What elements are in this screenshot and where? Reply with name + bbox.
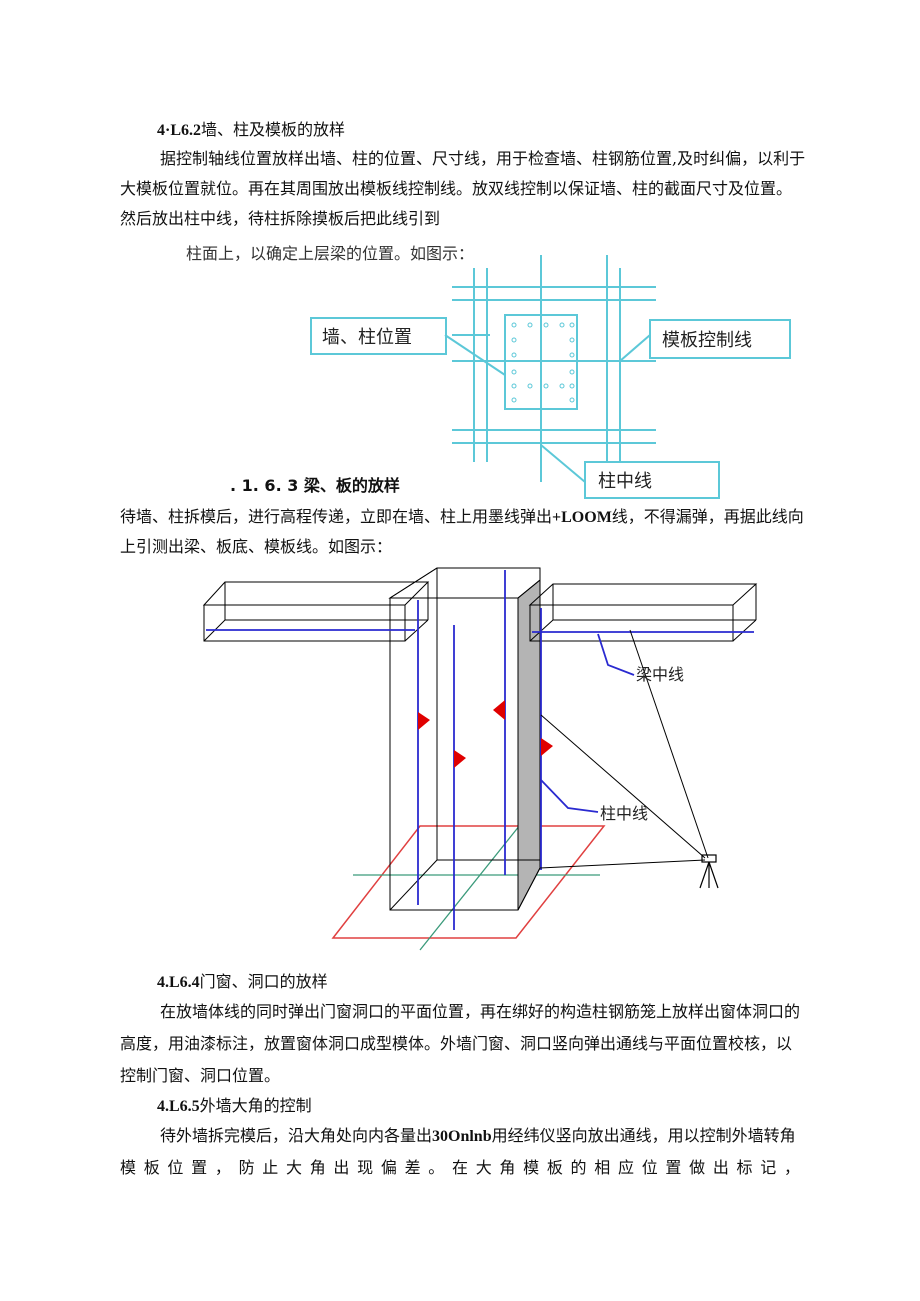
leader-line — [619, 334, 651, 362]
text-run-bold: +LOOM — [552, 509, 612, 526]
label-wall-column: 墙、柱位置 — [322, 327, 412, 348]
section-heading-wall-column: 4·L6.2墙、柱及模板的放样 — [157, 116, 345, 145]
paragraph-line: 模板位置，防止大角出现偏差。在大角模板的相应位置做出标记， — [120, 1158, 800, 1177]
label-column-center-3d: 柱中线 — [600, 804, 648, 823]
text-run: 线，不得漏弹，再据此线向 — [611, 507, 804, 526]
figure-caption: 柱面上，以确定上层梁的位置。如图示： — [186, 244, 475, 263]
paragraph-line: 据控制轴线位置放样出墙、柱的位置、尺寸线，用于检查墙、柱钢筋位置,及时纠偏，以利… — [160, 149, 806, 168]
text-run-bold: 30Onlnb — [432, 1128, 492, 1145]
label-formwork: 模板控制线 — [662, 330, 752, 351]
leader-line — [444, 334, 506, 376]
section-number: 4.L6.4 — [157, 974, 200, 991]
leader-line — [540, 444, 586, 483]
label-box-center — [584, 461, 720, 499]
label-beam-center: 梁中线 — [636, 665, 684, 684]
paragraph-line: 待外墙拆完模后，沿大角处向内各量出30Onlnb用经纬仪竖向放出通线，用以控制外… — [160, 1122, 796, 1151]
section-heading-doors-windows: 4.L6.4门窗、洞口的放样 — [157, 968, 328, 997]
section-heading-beam-slab: . 1. 6. 3 梁、板的放样 — [230, 476, 400, 495]
paragraph-line: 高度，用油漆标注，放置窗体洞口成型模体。外墙门窗、洞口竖向弹出通线与平面位置校核… — [120, 1034, 793, 1053]
paragraph-line: 然后放出柱中线，待柱拆除摸板后把此线引到 — [120, 209, 441, 228]
text-run: 待墙、柱拆模后，进行高程传递，立即在墙、柱上用墨线弹出 — [120, 507, 553, 526]
section-heading-corner-control: 4.L6.5外墙大角的控制 — [157, 1092, 312, 1121]
text-run: 待外墙拆完模后，沿大角处向内各量出 — [160, 1126, 433, 1145]
paragraph-line: 待墙、柱拆模后，进行高程传递，立即在墙、柱上用墨线弹出+LOOM线，不得漏弹，再… — [120, 503, 804, 532]
sight-lines — [539, 629, 709, 869]
paragraph-line: 上引测出梁、板底、模板线。如图示： — [120, 537, 393, 556]
label-column-center: 柱中线 — [598, 471, 652, 492]
text-run: 用经纬仪竖向放出通线，用以控制外墙转角 — [491, 1126, 796, 1145]
right-beam — [528, 583, 758, 642]
paragraph-line: 控制门窗、洞口位置。 — [120, 1066, 281, 1085]
leader-column-center — [540, 779, 599, 813]
label-box-wall-column — [310, 317, 447, 355]
elevation-markers — [418, 700, 553, 768]
beam-column-figure — [202, 567, 758, 951]
column-outline — [504, 314, 578, 410]
label-box-formwork — [649, 319, 791, 359]
section-title: 门窗、洞口的放样 — [199, 972, 328, 991]
section-title: 外墙大角的控制 — [199, 1096, 312, 1115]
section-title: 墙、柱及模板的放样 — [201, 120, 346, 139]
section-number: 4·L6.2 — [157, 122, 202, 139]
left-beam — [202, 581, 430, 642]
paragraph-line: 在放墙体线的同时弹出门窗洞口的平面位置，再在绑好的构造柱钢筋笼上放样出窗体洞口的 — [160, 1002, 801, 1021]
paragraph-line: 大模板位置就位。再在其周围放出模板线控制线。放双线控制以保证墙、柱的截面尺寸及位… — [120, 179, 793, 198]
section-number: 4.L6.5 — [157, 1098, 200, 1115]
theodolite-icon — [699, 854, 719, 889]
leader-beam-center — [597, 633, 635, 676]
rebar-dots — [511, 322, 575, 403]
column-top — [388, 567, 541, 599]
floor-square — [331, 825, 606, 939]
